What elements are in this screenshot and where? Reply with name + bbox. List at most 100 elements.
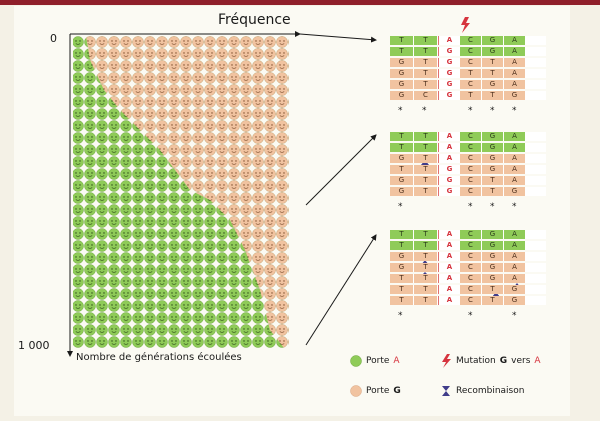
xlabel: Nombre de générations écoulées <box>76 352 242 363</box>
nucleotide: G <box>482 274 503 283</box>
nucleotide: G <box>438 58 461 67</box>
variant-star: * <box>468 311 473 321</box>
nucleotide: G <box>438 80 461 89</box>
nucleotide: A <box>504 143 525 152</box>
nucleotide: C <box>414 91 437 100</box>
nucleotide: A <box>504 176 525 185</box>
nucleotide: T <box>414 230 437 239</box>
legend-porte-g: Porte G <box>350 384 401 398</box>
legend-mutation-label: Mutation <box>456 356 496 366</box>
nucleotide: T <box>482 58 503 67</box>
legend-allele-g: G <box>393 386 401 396</box>
nucleotide: T <box>390 36 413 45</box>
nucleotide: C <box>460 165 481 174</box>
legend-mutation-to: A <box>534 356 541 366</box>
nucleotide: A <box>504 154 525 163</box>
nucleotide: A <box>438 143 461 152</box>
legend: Porte A Porte G Mutation G vers A Recomb… <box>350 352 560 406</box>
variant-star: * <box>490 202 495 212</box>
nucleotide: C <box>460 274 481 283</box>
nucleotide: T <box>414 187 437 196</box>
nucleotide: T <box>390 285 413 294</box>
axis-end-label: 1 000 <box>18 339 50 352</box>
variant-star: * <box>468 106 473 116</box>
recombination-icon <box>442 386 450 396</box>
nucleotide: A <box>438 274 461 283</box>
legend-recombinaison-label: Recombinaison <box>456 386 525 396</box>
nucleotide: T <box>482 187 503 196</box>
nucleotide: G <box>482 241 503 250</box>
legend-vers-label: vers <box>511 356 531 366</box>
tan-face-icon <box>350 385 362 397</box>
nucleotide: C <box>460 296 481 305</box>
nucleotide: G <box>438 176 461 185</box>
nucleotide: A <box>504 230 525 239</box>
nucleotide: T <box>390 296 413 305</box>
nucleotide: C <box>460 285 481 294</box>
nucleotide: A <box>504 69 525 78</box>
variant-star: * <box>512 106 517 116</box>
arrow-to-group-3 <box>305 234 377 346</box>
variant-star: * <box>398 106 403 116</box>
nucleotide: T <box>390 274 413 283</box>
legend-mutation-from: G <box>499 356 508 366</box>
nucleotide: T <box>414 69 437 78</box>
nucleotide: T <box>390 230 413 239</box>
nucleotide: T <box>390 241 413 250</box>
variant-star: * <box>490 106 495 116</box>
nucleotide: G <box>482 165 503 174</box>
legend-recombinaison: Recombinaison <box>440 384 524 398</box>
nucleotide: T <box>414 252 437 261</box>
nucleotide: A <box>438 296 461 305</box>
nucleotide: C <box>460 230 481 239</box>
nucleotide: G <box>482 154 503 163</box>
nucleotide: A <box>504 252 525 261</box>
nucleotide: C <box>460 187 481 196</box>
nucleotide: A <box>438 230 461 239</box>
nucleotide: G <box>390 154 413 163</box>
nucleotide: T <box>390 47 413 56</box>
nucleotide: A <box>438 241 461 250</box>
nucleotide: G <box>390 91 413 100</box>
nucleotide: T <box>414 165 437 174</box>
legend-porte-label: Porte <box>366 356 390 366</box>
nucleotide: T <box>414 47 437 56</box>
nucleotide: A <box>438 132 461 141</box>
legend-porte-a: Porte A <box>350 354 400 368</box>
nucleotide: T <box>414 58 437 67</box>
mutation-lightning-icon <box>461 17 470 33</box>
nucleotide: C <box>460 58 481 67</box>
green-face-icon <box>350 355 362 367</box>
nucleotide: A <box>504 47 525 56</box>
nucleotide: A <box>504 274 525 283</box>
variant-star: * <box>422 106 427 116</box>
nucleotide: G <box>482 36 503 45</box>
frequence-label: Fréquence <box>218 12 291 28</box>
nucleotide: G <box>438 165 461 174</box>
nucleotide: T <box>482 69 503 78</box>
nucleotide: A <box>438 252 461 261</box>
nucleotide: A <box>438 154 461 163</box>
nucleotide: T <box>482 176 503 185</box>
nucleotide: G <box>390 80 413 89</box>
nucleotide: G <box>390 176 413 185</box>
arrow-to-group-1 <box>299 33 377 43</box>
nucleotide: T <box>482 296 503 305</box>
nucleotide: T <box>414 263 437 272</box>
lightning-icon <box>442 354 451 368</box>
nucleotide: A <box>504 36 525 45</box>
nucleotide: T <box>414 285 437 294</box>
nucleotide: G <box>482 143 503 152</box>
nucleotide: T <box>414 296 437 305</box>
